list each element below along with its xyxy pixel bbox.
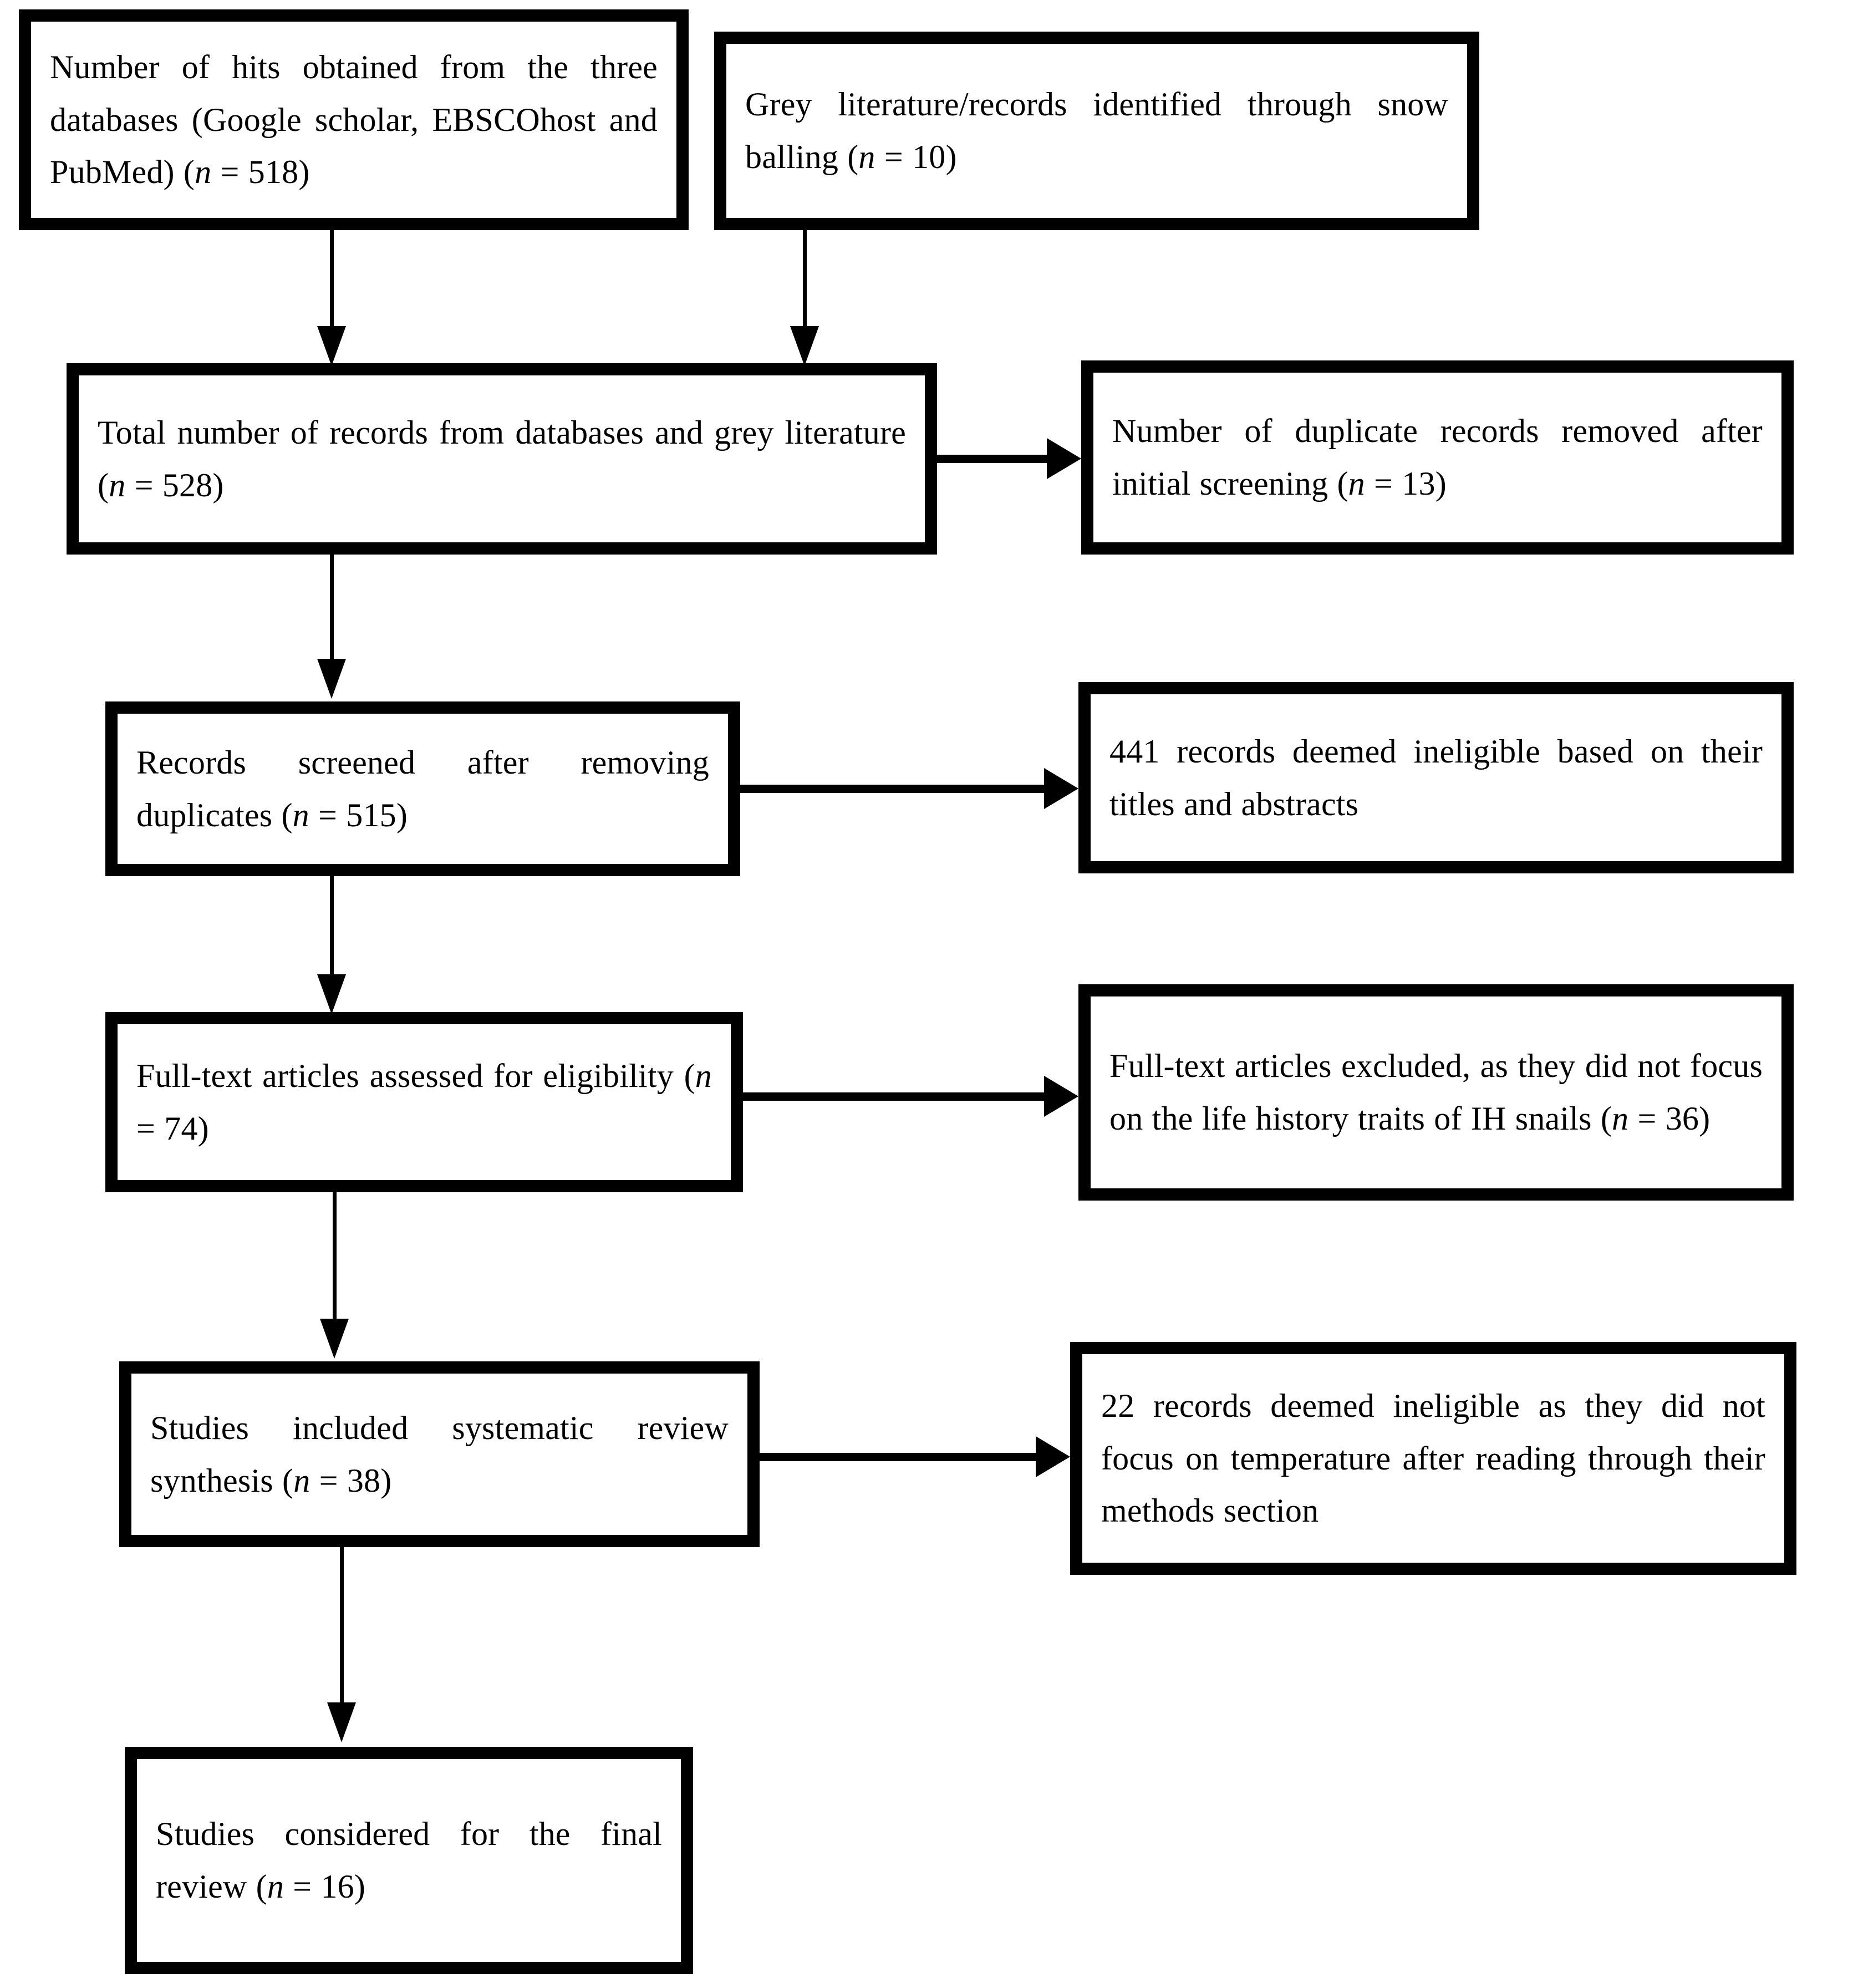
node-records-screened[interactable]: Records screened after removing duplicat… [105, 701, 740, 876]
node-total-records[interactable]: Total number of records from databases a… [67, 363, 937, 555]
connector-screened-to-fulltext [330, 876, 334, 982]
connector-grey-to-total [803, 230, 807, 340]
node-databases-hits-label: Number of hits obtained from the three d… [50, 48, 658, 191]
node-studies-included-synthesis[interactable]: Studies included systematic review synth… [119, 1361, 760, 1547]
node-total-records-label: Total number of records from databases a… [98, 414, 906, 504]
arrowhead-fulltext-to-excluded [1044, 1076, 1078, 1117]
arrowhead-synthesis-to-final [327, 1702, 356, 1742]
arrowhead-databases-to-total [317, 326, 346, 366]
node-ineligible-titles-abstracts[interactable]: 441 records deemed ineligible based on t… [1078, 682, 1794, 873]
node-ineligible-titles-abstracts-label: 441 records deemed ineligible based on t… [1109, 733, 1763, 822]
arrowhead-synthesis-to-ineligible-temp [1036, 1436, 1070, 1477]
connector-synthesis-to-final [340, 1547, 344, 1708]
node-duplicates-removed[interactable]: Number of duplicate records removed afte… [1081, 360, 1794, 555]
node-fulltext-excluded[interactable]: Full-text articles excluded, as they did… [1078, 984, 1794, 1201]
node-fulltext-assessed-label: Full-text articles assessed for eligibil… [136, 1057, 712, 1147]
node-final-review-label: Studies considered for the final review … [156, 1816, 662, 1905]
arrowhead-total-to-duplicates [1047, 438, 1081, 479]
connector-synthesis-to-ineligible-temp [760, 1453, 1047, 1461]
connector-total-to-duplicates [937, 455, 1058, 463]
node-duplicates-removed-label: Number of duplicate records removed afte… [1112, 413, 1763, 502]
node-databases-hits[interactable]: Number of hits obtained from the three d… [19, 9, 689, 230]
arrowhead-screened-to-ineligible [1044, 768, 1078, 809]
arrowhead-total-to-screened [317, 659, 346, 699]
node-final-review[interactable]: Studies considered for the final review … [125, 1747, 693, 1974]
arrowhead-screened-to-fulltext [317, 974, 346, 1014]
connector-fulltext-to-synthesis [333, 1192, 337, 1324]
node-records-screened-label: Records screened after removing duplicat… [136, 744, 709, 833]
connector-fulltext-to-excluded [743, 1092, 1055, 1101]
node-grey-literature-label: Grey literature/records identified throu… [745, 86, 1448, 175]
node-fulltext-assessed[interactable]: Full-text articles assessed for eligibil… [105, 1012, 743, 1192]
arrowhead-fulltext-to-synthesis [320, 1319, 349, 1359]
node-ineligible-temperature[interactable]: 22 records deemed ineligible as they did… [1070, 1342, 1796, 1575]
connector-databases-to-total [330, 230, 334, 340]
arrowhead-grey-to-total [790, 326, 819, 366]
node-fulltext-excluded-label: Full-text articles excluded, as they did… [1109, 1048, 1763, 1137]
node-studies-included-synthesis-label: Studies included systematic review synth… [150, 1409, 729, 1499]
connector-total-to-screened [330, 555, 334, 665]
node-ineligible-temperature-label: 22 records deemed ineligible as they did… [1101, 1387, 1765, 1529]
node-grey-literature[interactable]: Grey literature/records identified throu… [714, 32, 1479, 230]
connector-screened-to-ineligible [740, 785, 1055, 793]
